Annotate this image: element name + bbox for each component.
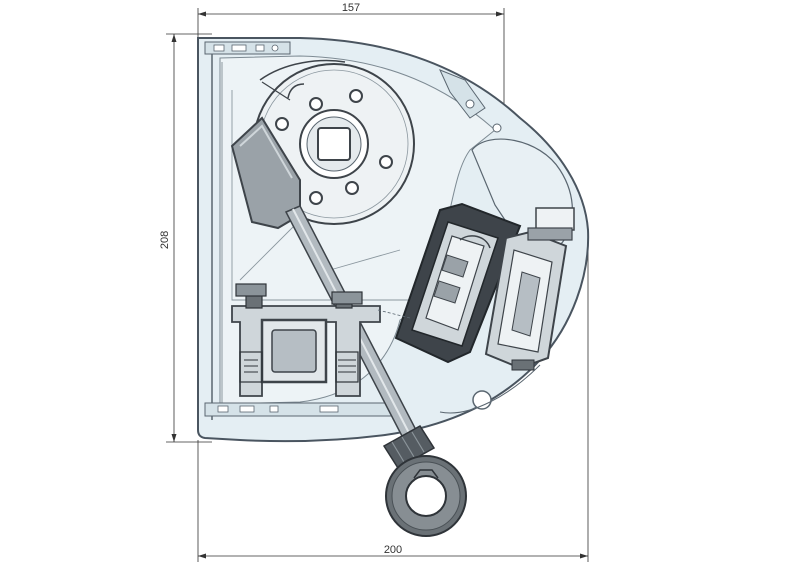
dimension-left-height: 208: [159, 231, 171, 249]
rear-profile-block: [484, 207, 575, 371]
hidden-guide-line: [377, 309, 411, 319]
dimension-bottom-width: 200: [384, 544, 402, 556]
front-profile-block: [394, 202, 522, 364]
clamp-bracket: [231, 283, 381, 397]
disc-bolt-holes: [275, 89, 393, 205]
dimension-top-width: 157: [342, 2, 360, 14]
dimension-lines: [166, 8, 589, 562]
eye-fitting: [382, 425, 467, 537]
